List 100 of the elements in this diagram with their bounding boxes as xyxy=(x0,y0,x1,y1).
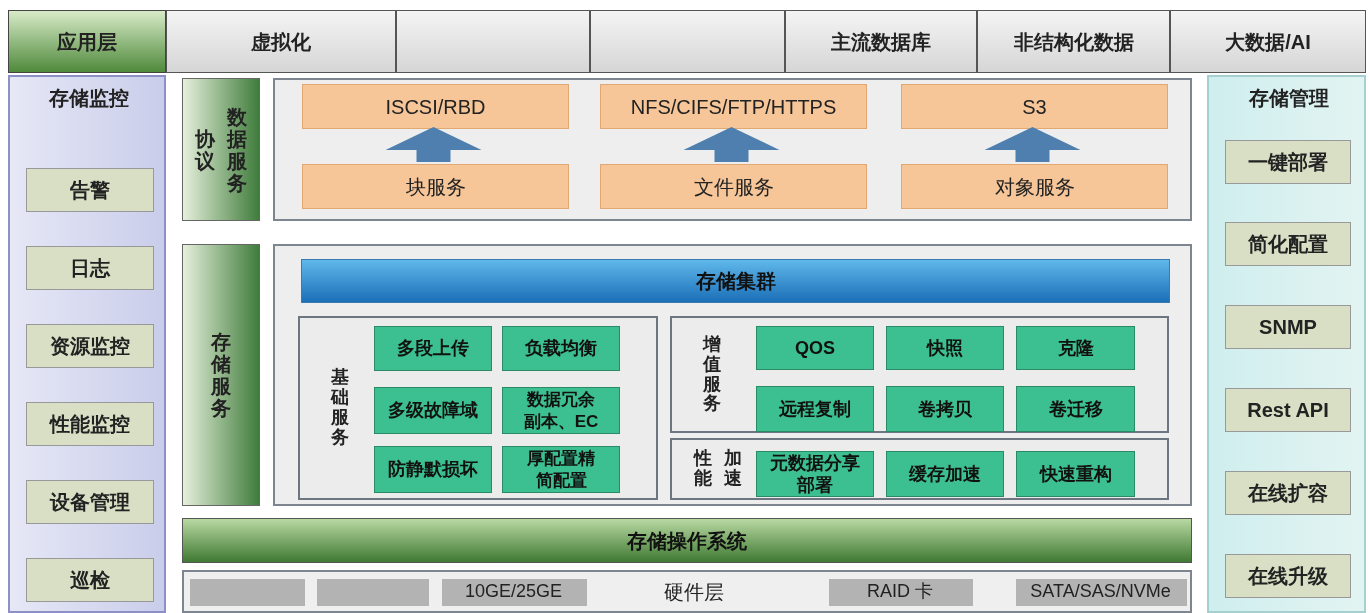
node-label: 厚配置精简配置 xyxy=(526,448,596,491)
section-label xyxy=(182,78,260,221)
node-label: 虚拟化 xyxy=(251,29,311,55)
side-panel xyxy=(8,75,166,613)
layer-box xyxy=(396,10,590,73)
node-label: ISCSI/RBD xyxy=(385,94,486,120)
node-label: 增值服务 xyxy=(703,334,721,415)
node-label: 防静默损坏 xyxy=(388,458,478,481)
node-label: 远程复制 xyxy=(779,397,851,421)
node-label: S3 xyxy=(1022,94,1047,120)
node-label: 基础服务 xyxy=(331,368,349,448)
node-label: 设备管理 xyxy=(50,490,130,515)
hardware-box xyxy=(829,579,973,606)
feature-box xyxy=(756,451,874,497)
block-arrow xyxy=(385,127,482,162)
group-box xyxy=(670,316,1169,433)
node-label: 对象服务 xyxy=(994,174,1075,200)
group-box xyxy=(670,438,1169,500)
side-panel xyxy=(1207,75,1366,613)
node-label: SNMP xyxy=(1259,315,1317,340)
layer-box xyxy=(1170,10,1366,73)
item-box xyxy=(1225,140,1351,184)
feature-box xyxy=(1016,451,1135,497)
node-label: Rest API xyxy=(1247,398,1329,423)
feature-box xyxy=(756,326,874,370)
protocol-box xyxy=(600,84,867,129)
feature-box xyxy=(502,326,620,371)
node-label: 数据冗余副本、EC xyxy=(523,389,599,432)
node-label: 文件服务 xyxy=(693,174,774,200)
cluster-bar xyxy=(301,259,1170,303)
item-box xyxy=(1225,554,1351,598)
node-label: 应用层 xyxy=(57,29,117,55)
node-label: 多级故障域 xyxy=(388,399,478,422)
node-label: 硬件层 xyxy=(664,579,724,605)
node-label: 在线升级 xyxy=(1248,564,1328,589)
node-label: 存储操作系统 xyxy=(627,528,747,554)
item-box xyxy=(1225,222,1351,266)
protocol-box xyxy=(901,84,1168,129)
node-label: 协议 xyxy=(195,127,215,172)
feature-box xyxy=(1016,326,1135,370)
node-label: 卷拷贝 xyxy=(918,397,972,421)
item-box xyxy=(1225,305,1351,349)
node-label: RAID 卡 xyxy=(867,580,933,603)
section-label xyxy=(182,244,260,506)
hardware-box xyxy=(317,579,429,606)
node-label: 告警 xyxy=(70,178,110,203)
item-box xyxy=(26,168,154,212)
item-box xyxy=(26,324,154,368)
hardware-box xyxy=(1016,579,1187,606)
layer-box xyxy=(166,10,396,73)
panel xyxy=(273,78,1192,221)
item-box xyxy=(26,402,154,446)
node-label: 缓存加速 xyxy=(909,462,981,486)
feature-box xyxy=(756,386,874,432)
node-label: 存储集群 xyxy=(695,269,776,294)
item-box xyxy=(1225,471,1351,515)
node-label: 卷迁移 xyxy=(1048,397,1103,421)
node-label: 数据服务 xyxy=(227,105,247,194)
node-label: 块服务 xyxy=(405,174,466,200)
feature-box xyxy=(886,326,1004,370)
feature-box xyxy=(886,386,1004,432)
node-label: 元数据分享部署 xyxy=(769,451,861,497)
node-label: 非结构化数据 xyxy=(1013,29,1134,55)
feature-box xyxy=(374,326,492,371)
node-label: QOS xyxy=(795,336,835,360)
item-box xyxy=(26,246,154,290)
node-label: 性能 xyxy=(694,449,712,489)
node-label: 存储服务 xyxy=(211,331,231,419)
block-arrow xyxy=(683,127,780,162)
node-label: 快照 xyxy=(927,336,963,360)
hardware-box xyxy=(190,579,305,606)
node-label: NFS/CIFS/FTP/HTTPS xyxy=(630,94,837,120)
node-label: 加速 xyxy=(724,449,742,489)
node-label: 负载均衡 xyxy=(525,337,597,360)
feature-box xyxy=(502,446,620,493)
block-arrow xyxy=(984,127,1081,162)
node-label: 简化配置 xyxy=(1248,232,1328,257)
item-box xyxy=(26,480,154,524)
os-bar xyxy=(182,518,1192,563)
protocol-box xyxy=(302,84,569,129)
node-label: SATA/SAS/NVMe xyxy=(1030,580,1171,603)
node-label: 日志 xyxy=(70,256,110,281)
service-box xyxy=(901,164,1168,209)
hardware-box xyxy=(442,579,587,606)
node-label: 主流数据库 xyxy=(831,29,931,55)
feature-box xyxy=(502,387,620,434)
node-label: 性能监控 xyxy=(50,412,130,437)
panel xyxy=(273,244,1192,506)
service-box xyxy=(600,164,867,209)
node-label: 快速重构 xyxy=(1039,462,1112,486)
hardware-band xyxy=(182,570,1192,613)
item-box xyxy=(26,558,154,602)
node-label: 多段上传 xyxy=(397,337,469,360)
feature-box xyxy=(374,387,492,434)
node-label: 资源监控 xyxy=(50,334,130,359)
layer-box xyxy=(785,10,977,73)
layer-box xyxy=(977,10,1170,73)
node-label: 巡检 xyxy=(70,568,110,593)
node-label: 克隆 xyxy=(1057,336,1094,360)
feature-box xyxy=(374,446,492,493)
